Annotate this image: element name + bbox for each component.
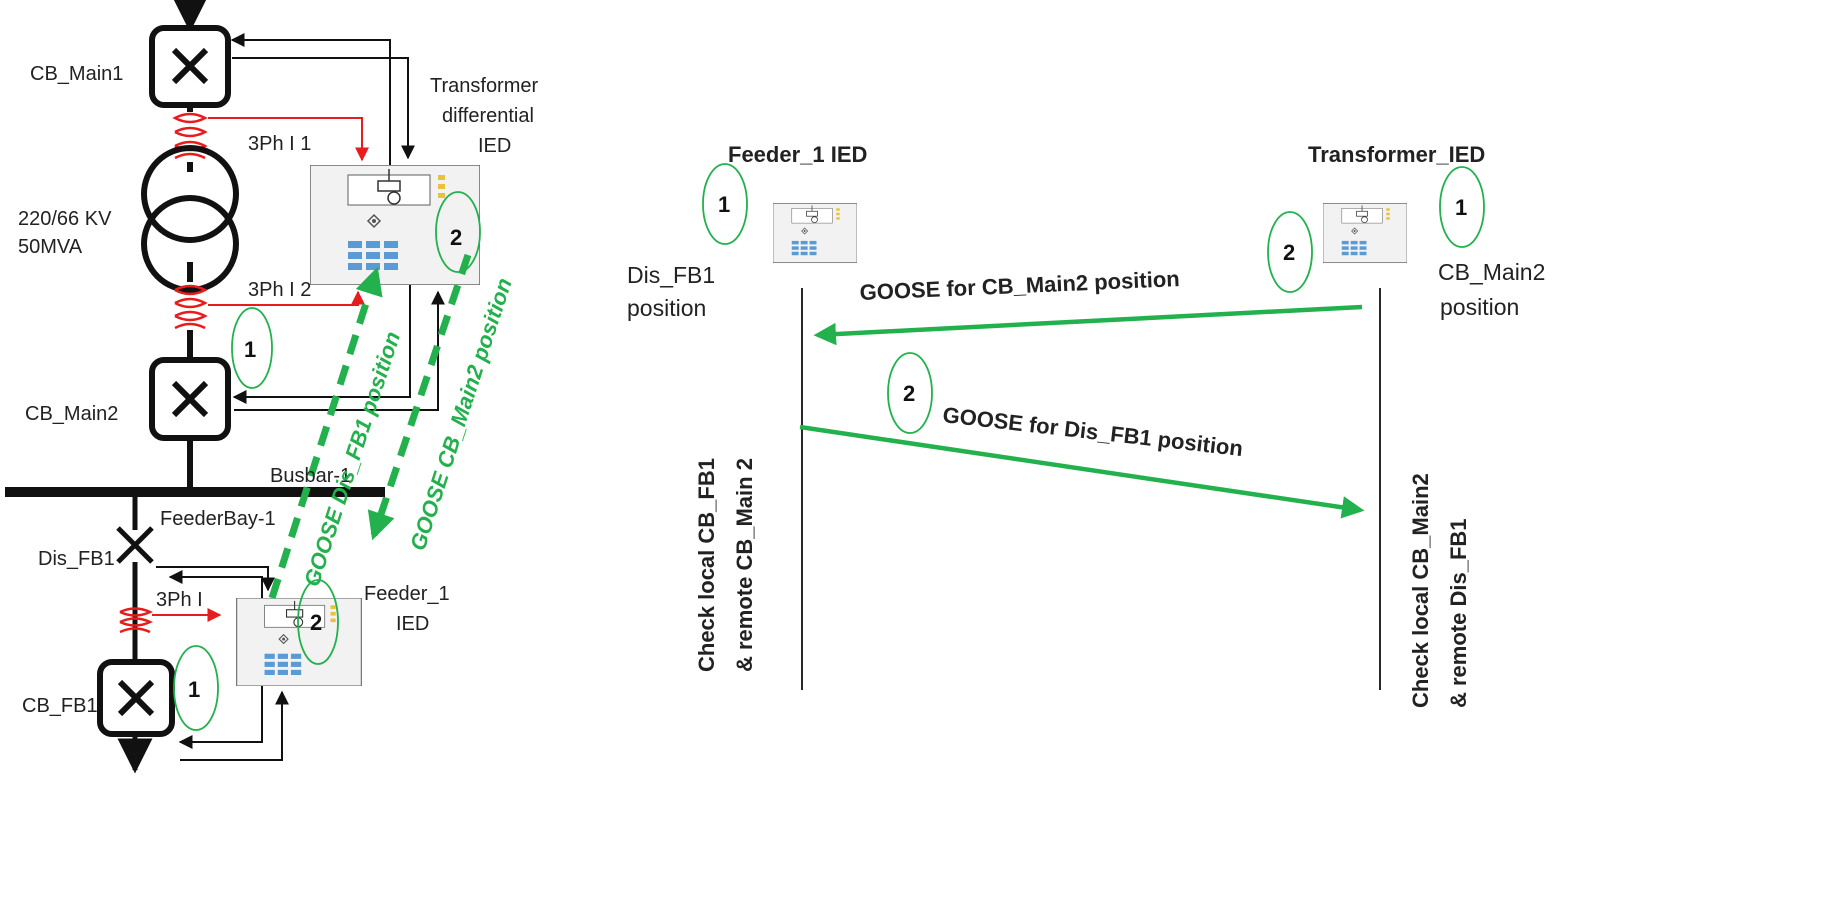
dis-fb1-label: Dis_FB1 xyxy=(38,548,115,570)
transformer-step-1-oval xyxy=(1439,166,1485,248)
busbar-label: Busbar-1 xyxy=(270,465,351,487)
ct-coil-1 xyxy=(172,112,208,160)
transformer-rating-line2: 50MVA xyxy=(18,236,83,258)
msg-goose-dis-fb1-label: GOOSE for Dis_FB1 position xyxy=(941,402,1244,461)
transformer-ied-label-line2: differential xyxy=(442,105,534,127)
transformer-winding-hv xyxy=(141,145,239,243)
current-2-label: 3Ph I 2 xyxy=(248,279,311,301)
feeder-check-line1: Check local CB_FB1 xyxy=(694,458,719,672)
step-feeder-2-number: 2 xyxy=(310,610,322,635)
wire-feeder-trip-cb xyxy=(178,686,263,749)
transformer-ied-label-line3: IED xyxy=(478,135,511,157)
goose-dis-fb1-arrow xyxy=(268,266,383,600)
msg-2-step-number: 2 xyxy=(903,381,915,406)
feeder-ied-label-line1: Feeder_1 xyxy=(364,583,450,605)
msg-2-step-oval xyxy=(887,352,933,434)
cb-main1-label: CB_Main1 xyxy=(30,63,123,85)
feeder-status-line2: position xyxy=(627,295,706,321)
dis-fb1-disconnector xyxy=(116,526,154,564)
step-oval-cb2-1 xyxy=(231,307,273,389)
step-cb2-1-number: 1 xyxy=(244,337,256,362)
feeder-status-line1: Dis_FB1 xyxy=(627,262,715,288)
transformer-ied-title: Transformer_IED xyxy=(1308,142,1485,167)
feeder-step-1-number: 1 xyxy=(718,192,730,217)
transformer-ied-icon xyxy=(1323,202,1407,264)
transformer-ied-label-line1: Transformer xyxy=(430,75,539,97)
transformer-check-line2: & remote Dis_FB1 xyxy=(1446,518,1471,708)
transformer-status-line1: CB_Main2 xyxy=(1438,259,1545,285)
feeder-ied-title: Feeder_1 IED xyxy=(728,142,867,167)
current-3-label: 3Ph I xyxy=(156,589,203,611)
current-1-label: 3Ph I 1 xyxy=(248,133,311,155)
feeder-ied-label-line2: IED xyxy=(396,613,429,635)
msg-goose-cb-main2-label: GOOSE for CB_Main2 position xyxy=(859,266,1180,305)
step-oval-tx-2 xyxy=(435,191,481,273)
cb-fb1-label: CB_FB1 xyxy=(22,695,98,717)
transformer-step-1-number: 1 xyxy=(1455,195,1467,220)
msg-goose-cb-main2-arrow xyxy=(813,304,1363,346)
goose-sequence-diagram: Feeder_1 IED Transformer_IED 1 1 2 2 Dis… xyxy=(627,142,1545,708)
goose-cb-main2-arrow xyxy=(367,253,472,541)
step-oval-cbfb1-1 xyxy=(173,645,219,731)
msg-goose-dis-fb1-arrow xyxy=(799,424,1365,519)
wire-feeder-to-dis xyxy=(156,566,275,592)
goose-cb-main2-label: GOOSE CB_Main2 position xyxy=(405,275,517,554)
transformer-status-line2: position xyxy=(1440,294,1519,320)
transformer-step-2-oval xyxy=(1267,211,1313,293)
feeder-bay-label: FeederBay-1 xyxy=(160,508,276,530)
transformer-step-2-number: 2 xyxy=(1283,240,1295,265)
feeder-step-1-oval xyxy=(702,163,748,245)
wire-status-cb-main2 xyxy=(234,290,445,411)
feeder-check-line2: & remote CB_Main 2 xyxy=(732,458,757,672)
transformer-rating-line1: 220/66 KV xyxy=(18,208,112,230)
transformer-check-line1: Check local CB_Main2 xyxy=(1408,473,1433,708)
wire-current-1 xyxy=(208,117,369,162)
transformer-winding-lv xyxy=(141,195,239,293)
wire-trip-cb-main2 xyxy=(232,285,411,404)
wire-trip-cb-main1 xyxy=(230,33,391,165)
step-cbfb1-1-number: 1 xyxy=(188,677,200,702)
cb-main2-label: CB_Main2 xyxy=(25,403,118,425)
feeder-1-ied-icon xyxy=(773,202,857,264)
step-tx-2-number: 2 xyxy=(450,225,462,250)
ct-coil-3 xyxy=(119,607,153,634)
step-oval-feeder-2 xyxy=(297,579,339,665)
ct-coil-2 xyxy=(174,284,208,330)
wire-status-cb-main1 xyxy=(232,57,415,160)
single-line-diagram: CB_Main1 Transformer differential IED 3P… xyxy=(5,0,539,774)
wire-feeder-status-cb xyxy=(180,690,289,761)
